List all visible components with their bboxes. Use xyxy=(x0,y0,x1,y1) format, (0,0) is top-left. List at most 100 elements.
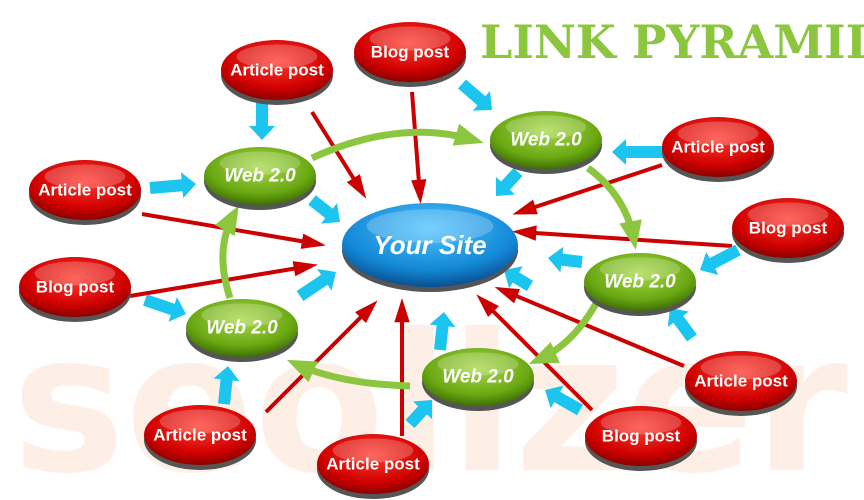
node-gloss xyxy=(747,202,829,227)
source-node[interactable]: Blog post xyxy=(732,198,844,263)
blue-link-arrow xyxy=(545,385,583,416)
red-link-line xyxy=(519,163,663,214)
web2-node[interactable]: Web 2.0 xyxy=(490,111,602,174)
source-node[interactable]: Article post xyxy=(29,160,141,225)
node-gloss xyxy=(599,257,681,281)
green-arrowhead xyxy=(619,219,642,250)
source-node[interactable]: Article post xyxy=(662,117,774,182)
blue-link-arrow xyxy=(296,268,336,301)
red-link-line xyxy=(129,264,311,298)
node-gloss xyxy=(44,164,126,189)
node-body xyxy=(732,198,844,258)
red-arrowhead xyxy=(494,286,520,304)
node-body xyxy=(221,40,333,100)
green-arrowhead xyxy=(452,123,484,146)
node-label: Article post xyxy=(153,426,247,445)
node-body xyxy=(204,147,316,205)
red-arrowhead xyxy=(512,225,537,241)
blue-link-arrow xyxy=(458,79,492,111)
node-body xyxy=(19,257,131,317)
red-link-line xyxy=(501,288,685,368)
node-body xyxy=(584,253,696,311)
node-label: Web 2.0 xyxy=(442,367,514,388)
node-gloss xyxy=(332,438,414,463)
red-arrowhead xyxy=(346,174,367,199)
node-label: Article post xyxy=(671,138,765,157)
node-label: Web 2.0 xyxy=(604,272,676,293)
blue-link-arrow xyxy=(495,167,523,196)
node-label: Article post xyxy=(326,455,420,474)
node-label: Web 2.0 xyxy=(224,166,296,187)
source-node[interactable]: Article post xyxy=(221,40,333,105)
node-body xyxy=(490,111,602,169)
red-link-line xyxy=(410,91,422,197)
red-arrowhead xyxy=(292,261,318,277)
blue-link-arrow xyxy=(308,195,340,224)
node-label: Blog post xyxy=(749,219,828,238)
node-gloss xyxy=(505,115,587,139)
source-node[interactable]: Blog post xyxy=(585,406,697,471)
node-label: Article post xyxy=(694,372,788,391)
source-node[interactable]: Blog post xyxy=(19,257,131,322)
node-label: Blog post xyxy=(602,427,681,446)
source-node[interactable]: Article post xyxy=(317,434,429,499)
blue-link-arrow xyxy=(548,246,583,273)
blue-link-arrow xyxy=(667,308,697,342)
node-body xyxy=(342,203,518,287)
node-label: Your Site xyxy=(373,230,486,260)
node-gloss xyxy=(600,410,682,435)
node-gloss xyxy=(236,44,318,69)
red-arrowhead xyxy=(411,179,427,204)
node-gloss xyxy=(219,151,301,175)
node-body xyxy=(186,299,298,357)
node-label: Web 2.0 xyxy=(206,318,278,339)
node-body xyxy=(29,160,141,220)
your-site-node[interactable]: Your Site xyxy=(342,203,518,292)
blue-link-arrow xyxy=(149,172,196,199)
source-node[interactable]: Article post xyxy=(685,351,797,416)
node-body xyxy=(144,405,256,465)
node-gloss xyxy=(369,26,451,51)
blue-link-arrow xyxy=(612,139,668,165)
web2-node[interactable]: Web 2.0 xyxy=(584,253,696,316)
red-link-line xyxy=(480,298,594,412)
node-gloss xyxy=(677,121,759,146)
node-body xyxy=(354,22,466,82)
web2-node[interactable]: Web 2.0 xyxy=(422,348,534,411)
node-gloss xyxy=(34,261,116,286)
node-gloss xyxy=(366,209,494,243)
blue-link-arrow xyxy=(405,400,433,429)
node-body xyxy=(422,348,534,406)
red-arrowhead xyxy=(355,300,378,323)
blue-link-arrow xyxy=(143,294,186,322)
blue-link-arrow xyxy=(213,366,240,405)
node-body xyxy=(585,406,697,466)
node-body xyxy=(662,117,774,177)
node-label: Article post xyxy=(38,181,132,200)
red-arrowhead xyxy=(476,294,499,317)
blue-link-arrow xyxy=(429,312,456,351)
node-label: Web 2.0 xyxy=(510,130,582,151)
source-node[interactable]: Blog post xyxy=(354,22,466,87)
blue-link-arrow xyxy=(504,266,534,292)
node-body xyxy=(317,434,429,494)
node-label: Blog post xyxy=(36,278,115,297)
web2-node[interactable]: Web 2.0 xyxy=(204,147,316,210)
node-gloss xyxy=(201,303,283,327)
node-label: Blog post xyxy=(371,43,450,62)
node-body xyxy=(685,351,797,411)
node-gloss xyxy=(700,355,782,380)
blue-link-arrow xyxy=(249,102,275,140)
blue-link-arrow xyxy=(700,244,741,275)
source-node[interactable]: Article post xyxy=(144,405,256,470)
diagram-title: LINK PYRAMID xyxy=(480,15,864,69)
node-gloss xyxy=(437,352,519,376)
web2-node[interactable]: Web 2.0 xyxy=(186,299,298,362)
red-arrowhead xyxy=(512,199,538,215)
node-label: Article post xyxy=(230,61,324,80)
green-arrowhead xyxy=(214,205,239,236)
green-arrowhead xyxy=(286,359,318,383)
red-arrowhead xyxy=(394,298,410,323)
